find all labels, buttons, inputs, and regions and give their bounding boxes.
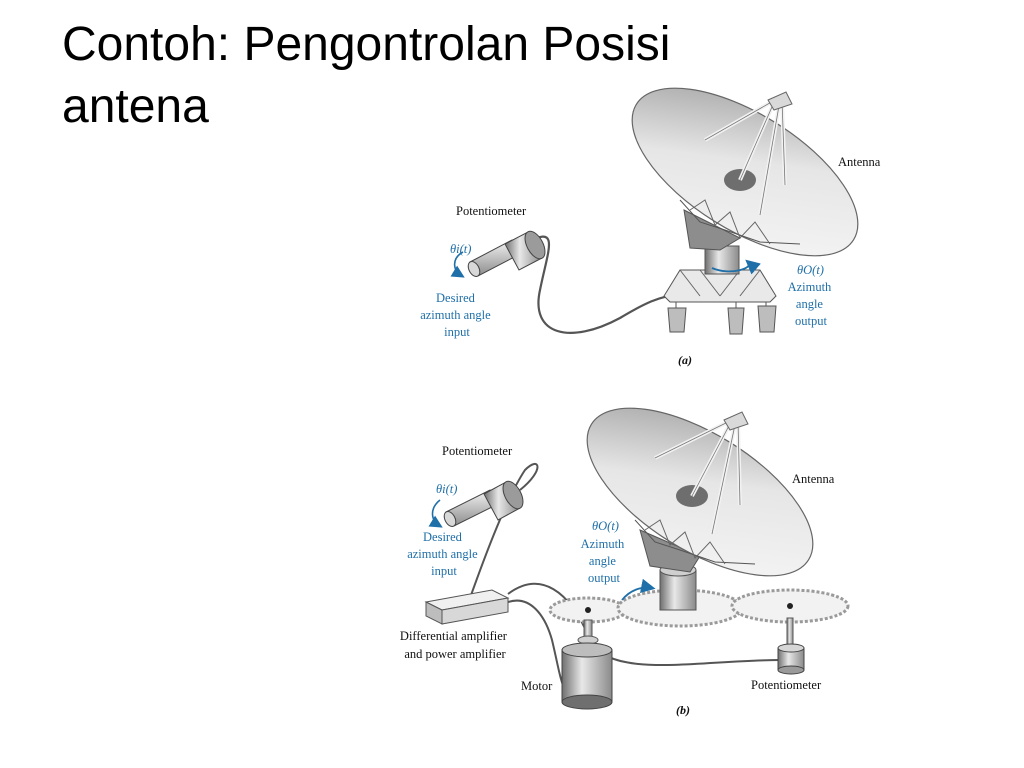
antenna-label-a: Antenna [838, 155, 881, 169]
input-label-b-line-2: azimuth angle [407, 547, 478, 561]
output-rotation-arrow-a [711, 259, 761, 275]
input-rotation-arrow-a [450, 251, 465, 278]
antenna-dish-b [586, 407, 814, 577]
motor [561, 619, 613, 710]
input-label-a-line-3: input [444, 325, 470, 339]
input-label-b-line-3: input [431, 564, 457, 578]
amplifier-label: Differential amplifier and power amplifi… [400, 629, 510, 661]
input-label-a: Desired azimuth angle input [420, 291, 494, 339]
theta-o-label-b: θO(t) [592, 519, 619, 533]
potentiometer-bottom-label-b: Potentiometer [751, 678, 822, 692]
output-label-a-line-1: Azimuth [788, 280, 832, 294]
caption-b: (b) [676, 703, 690, 717]
amplifier-box [424, 589, 510, 625]
input-label-a-line-1: Desired [436, 291, 476, 305]
potentiometer-b-bottom [777, 617, 805, 675]
antenna-base-a [663, 245, 777, 335]
input-rotation-arrow-b [428, 499, 443, 528]
figure-a: Antenna Potentiometer θi(t) Desired azim… [420, 87, 881, 367]
slide-title: Contoh: Pengontrolan Posisi antena [62, 18, 671, 133]
potentiometer-a [467, 230, 546, 277]
output-label-b-line-1: Azimuth [581, 537, 625, 551]
potentiometer-b-top [443, 480, 524, 527]
signal-cable-b-top [469, 463, 539, 599]
figure-b: Antenna Potentiometer θi(t) Desired azim… [400, 407, 850, 717]
theta-o-label-a: θO(t) [797, 263, 824, 277]
gear-feedback [730, 588, 850, 624]
gear-motor [548, 596, 628, 624]
amplifier-label-line-1: Differential amplifier [400, 629, 508, 643]
output-label-b-line-2: angle [589, 554, 617, 568]
potentiometer-label-a: Potentiometer [456, 204, 527, 218]
motor-label: Motor [521, 679, 553, 693]
output-label-a-line-3: output [795, 314, 827, 328]
amplifier-label-line-2: and power amplifier [404, 647, 506, 661]
antenna-label-b: Antenna [792, 472, 835, 486]
signal-cable-a [527, 235, 669, 334]
theta-i-label-a: θi(t) [450, 242, 471, 256]
input-label-a-line-2: azimuth angle [420, 308, 491, 322]
output-label-a-line-2: angle [796, 297, 824, 311]
output-rotation-arrow-b [621, 578, 656, 601]
potentiometer-top-label-b: Potentiometer [442, 444, 513, 458]
output-label-b: Azimuth angle output [581, 537, 628, 585]
input-label-b-line-1: Desired [423, 530, 463, 544]
output-label-a: Azimuth angle output [788, 280, 835, 328]
output-label-b-line-3: output [588, 571, 620, 585]
signal-cable-b-motor [507, 599, 566, 691]
theta-i-label-b: θi(t) [436, 482, 457, 496]
input-label-b: Desired azimuth angle input [407, 530, 481, 578]
antenna-dish-a [631, 87, 859, 257]
caption-a: (a) [678, 353, 692, 367]
